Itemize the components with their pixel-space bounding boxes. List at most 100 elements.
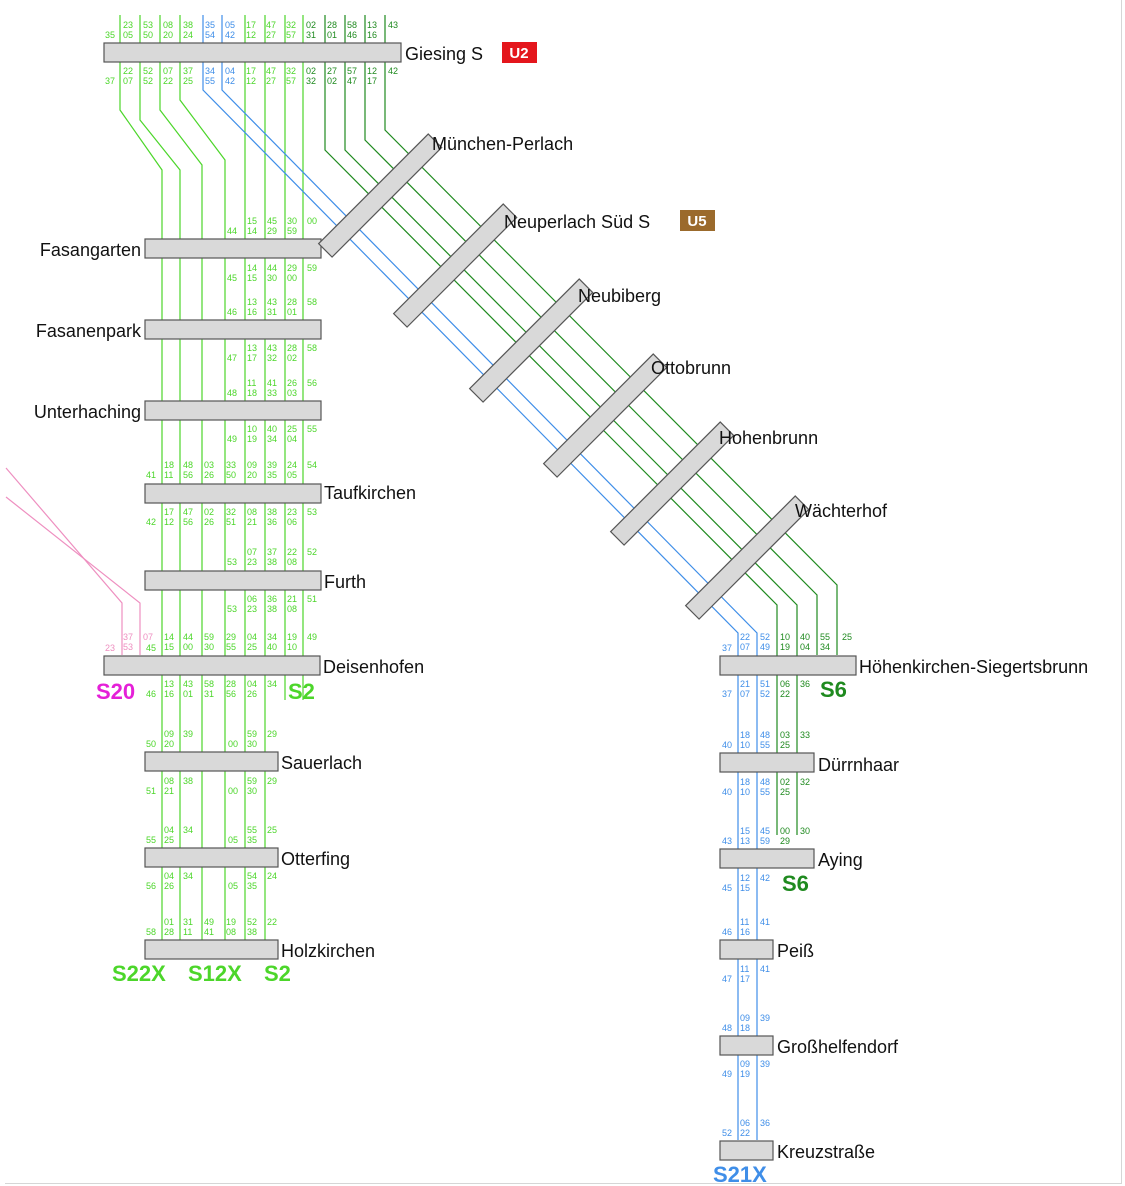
platform-hoehenkirchen	[719, 655, 857, 676]
diagram-frame	[5, 0, 1122, 1184]
station-waechterhof: Wächterhof	[795, 501, 888, 521]
platform-sauerlach	[144, 751, 279, 772]
minute-label: 40	[722, 787, 732, 797]
station-neuperlach-sued: Neuperlach Süd S	[504, 212, 650, 232]
minute-label: 56	[307, 378, 317, 388]
platform-neuperlach-sued	[392, 203, 518, 328]
minute-label: 49	[307, 632, 317, 642]
line-labels: S20 S2 S22X S12X S2 S6 S6 S21X	[96, 677, 847, 1186]
minute-label: 44	[227, 226, 237, 236]
platform-fasanenpark	[144, 319, 322, 340]
platform-fasangarten	[144, 238, 322, 259]
minute-label: 54	[307, 460, 317, 470]
station-unterhaching: Unterhaching	[34, 402, 141, 422]
minute-label: 53	[227, 604, 237, 614]
station-fasangarten: Fasangarten	[40, 240, 141, 260]
minute-label: 38	[183, 776, 193, 786]
minute-label: 00	[228, 739, 238, 749]
minute-label: 53	[307, 507, 317, 517]
minute-label: 58	[307, 343, 317, 353]
platform-unterhaching	[144, 400, 322, 421]
line-label-s22x: S22X	[112, 961, 166, 986]
station-taufkirchen: Taufkirchen	[324, 483, 416, 503]
svg-text:U2: U2	[509, 45, 528, 62]
minute-label: 49	[227, 434, 237, 444]
station-sauerlach: Sauerlach	[281, 753, 362, 773]
u2-badge: U2	[502, 42, 537, 63]
line-label-s2-deisenhofen: S2	[288, 679, 315, 704]
minute-label: 41	[760, 917, 770, 927]
minute-label: 58	[307, 297, 317, 307]
minute-label: 25	[842, 632, 852, 642]
minute-label: 42	[388, 66, 398, 76]
line-label-s6-hoehenkirchen: S6	[820, 677, 847, 702]
minute-label: 50	[146, 739, 156, 749]
station-grosshelfendorf: Großhelfendorf	[777, 1037, 899, 1057]
minute-label: 36	[800, 679, 810, 689]
platform-hohenbrunn	[609, 421, 735, 546]
minute-label: 39	[760, 1059, 770, 1069]
platform-aying	[719, 848, 815, 869]
minute-label: 37	[105, 76, 115, 86]
minute-label: 00	[307, 216, 317, 226]
station-holzkirchen: Holzkirchen	[281, 941, 375, 961]
minute-label: 49	[722, 1069, 732, 1079]
station-deisenhofen: Deisenhofen	[323, 657, 424, 677]
minute-label: 07	[143, 632, 153, 642]
minute-label: 37	[722, 643, 732, 653]
minute-label: 34	[267, 679, 277, 689]
minute-label: 30	[800, 826, 810, 836]
minute-label: 39	[760, 1013, 770, 1023]
minute-label: 37	[722, 689, 732, 699]
station-aying: Aying	[818, 850, 863, 870]
